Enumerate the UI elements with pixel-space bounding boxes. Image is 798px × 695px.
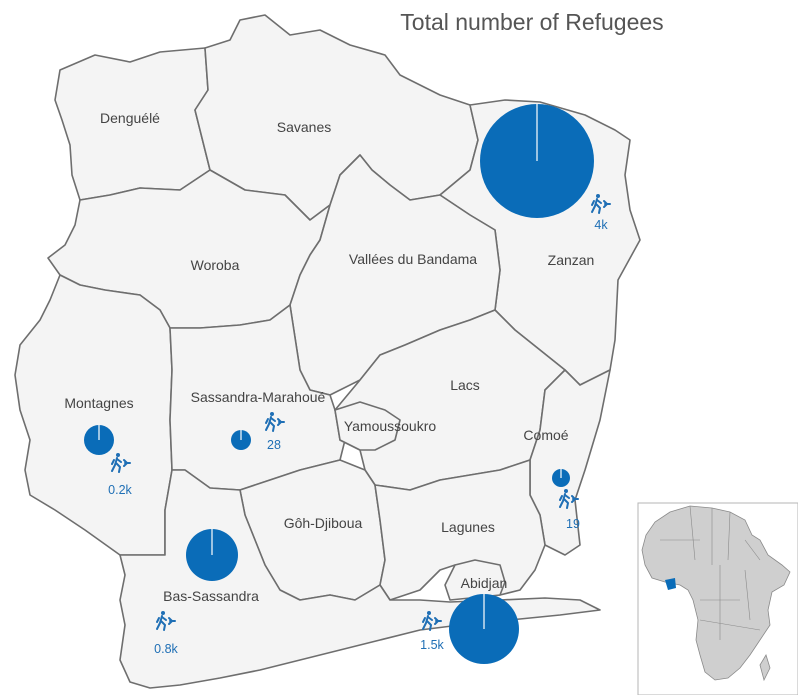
label-goh: Gôh-Djiboua	[284, 515, 363, 531]
label-zanzan: Zanzan	[548, 252, 595, 268]
africa-continent	[641, 505, 791, 681]
map-title: Total number of Refugees	[400, 9, 663, 35]
value-comoe: 19	[566, 517, 580, 531]
label-denguele: Denguélé	[100, 110, 160, 126]
refugee-icon	[591, 194, 611, 214]
region-montagnes[interactable]	[14, 274, 173, 556]
value-abidjan: 1.5k	[420, 638, 444, 652]
label-sassandra: Sassandra-Marahoué	[191, 389, 326, 405]
refugee-icon	[559, 489, 579, 509]
value-sassandra: 28	[267, 438, 281, 452]
refugee-icon	[422, 611, 442, 631]
cote-divoire-highlight	[665, 578, 676, 590]
value-bassassandra: 0.8k	[154, 642, 178, 656]
label-woroba: Woroba	[191, 257, 240, 273]
region-abidjan[interactable]	[444, 559, 506, 601]
pie-layer	[84, 104, 594, 664]
value-layer: 4k 0.2k 28 19 0.8k 1.5k	[108, 194, 611, 656]
label-montagnes: Montagnes	[64, 395, 133, 411]
label-yamoussoukro: Yamoussoukro	[344, 418, 437, 434]
refugee-icon	[156, 611, 176, 631]
refugee-icon	[265, 412, 285, 432]
label-abidjan: Abidjan	[461, 575, 508, 591]
label-vallees: Vallées du Bandama	[349, 251, 477, 267]
africa-inset	[637, 502, 798, 695]
value-montagnes: 0.2k	[108, 483, 132, 497]
region-yamoussoukro[interactable]	[334, 401, 401, 451]
label-comoe: Comoé	[523, 427, 568, 443]
region-bassassandra[interactable]	[119, 469, 601, 689]
label-lacs: Lacs	[450, 377, 480, 393]
label-bassassandra: Bas-Sassandra	[163, 588, 259, 604]
africa-borders	[660, 505, 761, 640]
label-savanes: Savanes	[277, 119, 331, 135]
refugee-icon	[111, 453, 131, 473]
label-lagunes: Lagunes	[441, 519, 495, 535]
madagascar	[759, 654, 771, 682]
region-comoe[interactable]	[529, 369, 611, 556]
region-labels: Denguélé Savanes Zanzan Woroba Vallées d…	[64, 110, 594, 604]
regions-layer	[14, 14, 641, 689]
value-zanzan: 4k	[594, 218, 608, 232]
